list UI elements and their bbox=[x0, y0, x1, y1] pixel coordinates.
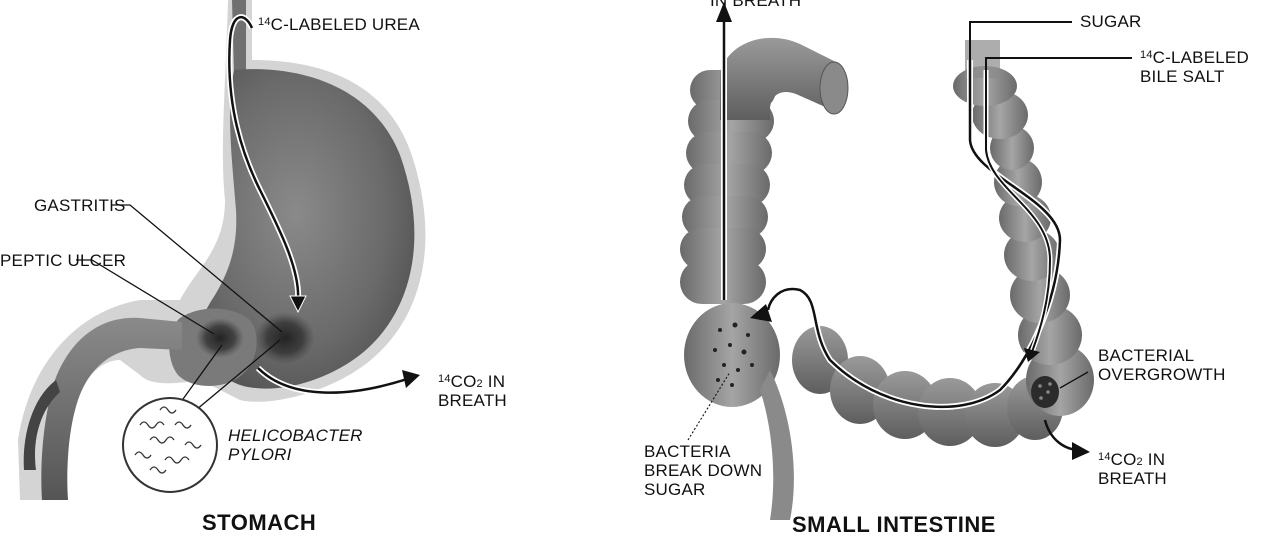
stomach-title: STOMACH bbox=[202, 510, 316, 536]
esophagus bbox=[232, 0, 246, 75]
overgrowth-patch bbox=[1031, 376, 1059, 408]
intestine-left-column bbox=[680, 70, 780, 407]
ulcer-spot bbox=[196, 318, 244, 358]
stomach-panel: 14C-LABELED UREA GASTRITIS PEPTIC ULCER … bbox=[0, 0, 620, 541]
intestine-title: SMALL INTESTINE bbox=[792, 512, 996, 538]
intestine-panel: IN BREATH SUGAR 14C-LABELED BILE SALT BA… bbox=[620, 0, 1262, 541]
gastritis-spot bbox=[255, 312, 315, 364]
intestine-co2-label: 14CO2 IN BREATH bbox=[1098, 450, 1167, 488]
peptic-ulcer-label: PEPTIC ULCER bbox=[0, 251, 126, 270]
gastritis-label: GASTRITIS bbox=[34, 196, 126, 215]
sugar-label: SUGAR bbox=[1080, 12, 1141, 31]
labeled-urea-label: 14C-LABELED UREA bbox=[258, 15, 420, 34]
top-breath-label: IN BREATH bbox=[710, 0, 801, 10]
bile-salt-label: 14C-LABELED BILE SALT bbox=[1140, 48, 1249, 86]
breakdown-label: BACTERIA BREAK DOWN SUGAR bbox=[644, 442, 762, 499]
stomach-co2-label: 14CO2 IN BREATH bbox=[438, 372, 507, 410]
